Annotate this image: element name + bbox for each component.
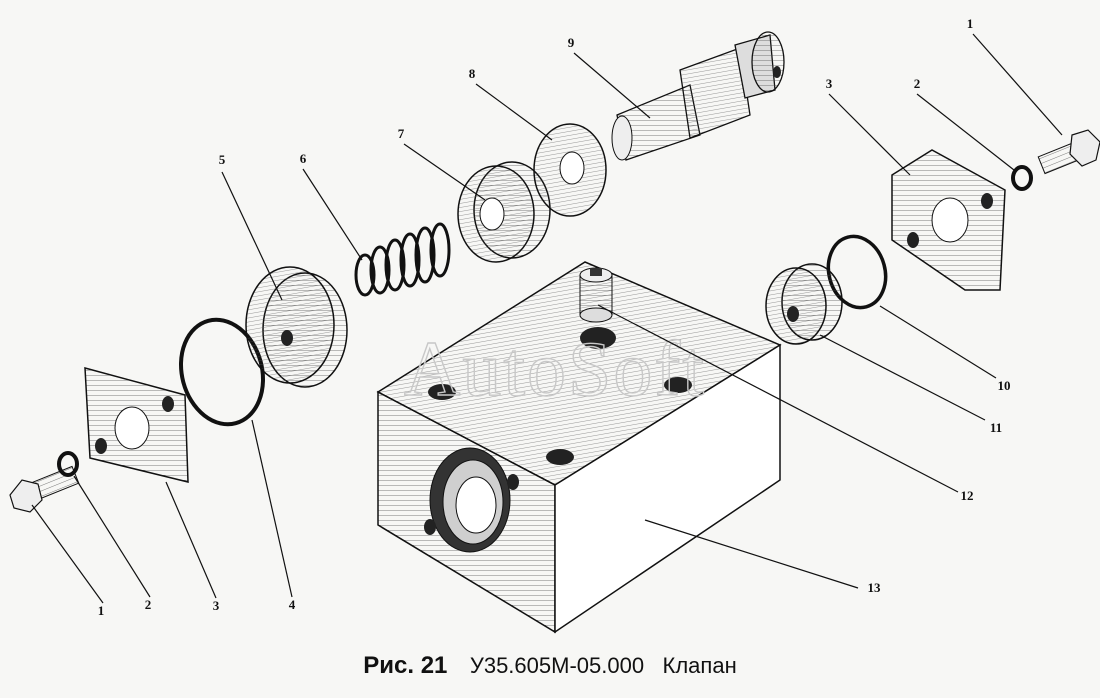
- callout-3-right: 3: [826, 76, 833, 91]
- part-13-valve-body: [376, 261, 782, 634]
- callout-5: 5: [219, 152, 226, 167]
- callout-2-right: 2: [914, 76, 921, 91]
- part-8-disc: [533, 123, 607, 217]
- callouts: 1 2 3 4 5 6 7 8 9 3 2 1 10 11 12 13: [98, 16, 1011, 618]
- part-code: У35.605М-05.000: [469, 653, 645, 678]
- part-6-spring: [354, 222, 451, 297]
- figure-caption: Рис. 21 У35.605М-05.000 Клапан: [0, 652, 1100, 680]
- part-9-plunger: [611, 31, 785, 161]
- part-3-flange-right: [891, 149, 1006, 291]
- callout-3-left: 3: [213, 598, 220, 613]
- callout-9: 9: [568, 35, 575, 50]
- leader-lines: [31, 33, 1063, 604]
- figure-number: Рис. 21: [363, 652, 448, 679]
- part-3-flange-left: [84, 367, 189, 483]
- watermark-text: AutoSoft: [404, 325, 706, 412]
- callout-4: 4: [289, 597, 296, 612]
- callout-11: 11: [990, 420, 1002, 435]
- callout-8: 8: [469, 66, 476, 81]
- part-2-washer-left: [57, 451, 79, 477]
- part-2-washer-right: [1011, 165, 1033, 191]
- callout-6: 6: [300, 151, 307, 166]
- part-11-sleeve: [765, 263, 843, 345]
- callout-10: 10: [998, 378, 1011, 393]
- callout-12: 12: [961, 488, 974, 503]
- callout-13: 13: [868, 580, 882, 595]
- callout-1-left: 1: [98, 603, 105, 618]
- part-7-washer: [457, 161, 551, 263]
- part-12-plug: [579, 267, 613, 323]
- callout-7: 7: [398, 126, 405, 141]
- part-1-bolt-right: [1037, 129, 1100, 175]
- callout-1-right: 1: [967, 16, 974, 31]
- callout-2-left: 2: [145, 597, 152, 612]
- part-5-piston: [245, 266, 348, 388]
- figure-title: Клапан: [662, 653, 737, 678]
